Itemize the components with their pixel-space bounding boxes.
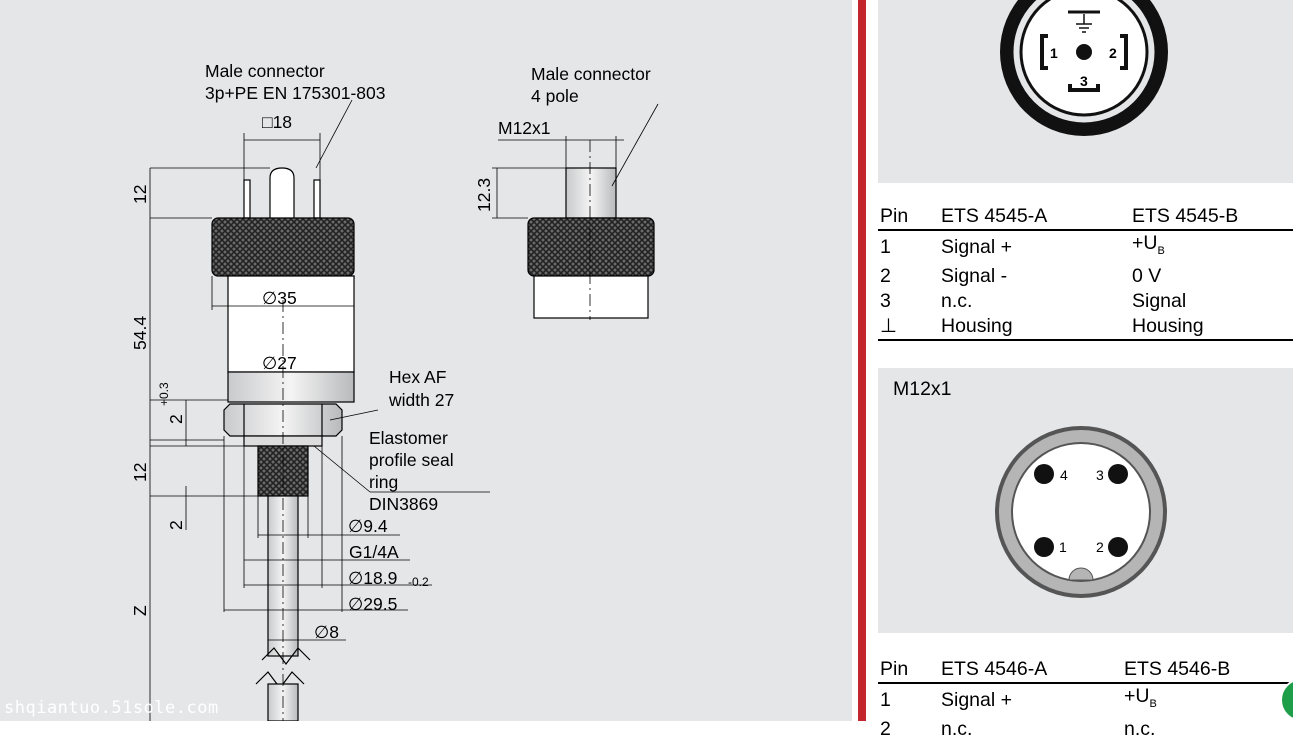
table-header-cell: ETS 4546-B <box>1122 657 1293 683</box>
dim-phi8: ∅8 <box>314 622 339 642</box>
dim-tol18-9: -0.2 <box>408 575 429 589</box>
connector2-label-2: 4 pole <box>531 86 579 106</box>
table-header-row: Pin ETS 4546-A ETS 4546-B <box>878 657 1293 683</box>
table-row: 3 n.c. Signal <box>878 289 1293 314</box>
m12-pin-2: 2 <box>1096 539 1104 555</box>
dim-12-low: 12 <box>130 463 150 482</box>
table-cell: +UB <box>1122 683 1293 717</box>
sensor-dimension-drawing: Male connector 3p+PE EN 175301-803 □18 M… <box>0 0 852 721</box>
table-cell: Housing <box>939 314 1130 340</box>
table-header-cell: Pin <box>878 657 939 683</box>
seal-label-2: profile seal <box>369 450 454 470</box>
hex-label-1: Hex AF <box>389 367 446 387</box>
table-cell: Signal + <box>939 230 1130 264</box>
table-cell: Housing <box>1130 314 1293 340</box>
table-cell: 0 V <box>1130 264 1293 289</box>
dim-2a: 2 <box>166 414 186 424</box>
m12-pin-1: 1 <box>1059 539 1067 555</box>
hex-label-2: width 27 <box>388 390 454 410</box>
pin-table-ets4545: Pin ETS 4545-A ETS 4545-B 1 Signal + +UB… <box>878 204 1293 341</box>
m12-connector-panel: 4 3 1 2 <box>878 368 1293 633</box>
connector1-label-2: 3p+PE EN 175301-803 <box>205 83 386 103</box>
table-header-cell: ETS 4545-B <box>1130 204 1293 230</box>
dim-phi35: ∅35 <box>262 288 297 308</box>
m12-pin-4: 4 <box>1060 467 1068 483</box>
m12-title: M12x1 <box>893 378 952 401</box>
table-header-cell: Pin <box>878 204 939 230</box>
m12-connector-diagram: 4 3 1 2 <box>878 368 1293 633</box>
red-divider <box>858 0 866 721</box>
connector2-label-1: Male connector <box>531 64 651 84</box>
technical-drawing-panel: Male connector 3p+PE EN 175301-803 □18 M… <box>0 0 852 721</box>
table-row: ⊥ Housing Housing <box>878 314 1293 340</box>
din-pin-1: 1 <box>1050 45 1058 61</box>
dim-phi9-4: ∅9.4 <box>348 516 388 536</box>
table-cell: 2 <box>878 264 939 289</box>
table-cell: 1 <box>878 230 939 264</box>
dim-phi18-9: ∅18.9 <box>348 568 397 588</box>
table-cell: Signal <box>1130 289 1293 314</box>
table-row: 1 Signal + +UB <box>878 683 1293 717</box>
table-header-cell: ETS 4546-A <box>939 657 1122 683</box>
seal-label-1: Elastomer <box>369 428 448 448</box>
dim-z: Z <box>130 605 150 616</box>
table-cell: Signal + <box>939 683 1122 717</box>
table-header-row: Pin ETS 4545-A ETS 4545-B <box>878 204 1293 230</box>
din-pin-3: 3 <box>1080 73 1088 89</box>
connector1-label-1: Male connector <box>205 61 325 81</box>
din-connector-diagram: 1 2 3 <box>878 0 1293 183</box>
dim-m12x1: M12x1 <box>498 118 551 138</box>
pin-table-ets4546: Pin ETS 4546-A ETS 4546-B 1 Signal + +UB… <box>878 657 1293 742</box>
table-cell: n.c. <box>939 289 1130 314</box>
table-row: 1 Signal + +UB <box>878 230 1293 264</box>
dim-g14a: G1/4A <box>349 542 399 562</box>
table-cell: 1 <box>878 683 939 717</box>
dim-2b: 2 <box>166 520 186 530</box>
watermark: shqiantuo.51sole.com <box>4 698 219 718</box>
sensor-m12-body <box>528 140 654 320</box>
seal-label-3: ring <box>369 472 398 492</box>
table-cell: Signal - <box>939 264 1130 289</box>
table-cell: 3 <box>878 289 939 314</box>
table-cell: +UB <box>1130 230 1293 264</box>
dim-tolerance: +0.3 <box>157 382 171 406</box>
din-connector-panel: 1 2 3 <box>878 0 1293 183</box>
dim-12-3: 12.3 <box>474 178 494 212</box>
table-cell: ⊥ <box>878 314 939 340</box>
dim-phi27: ∅27 <box>262 353 297 373</box>
table-header-cell: ETS 4545-A <box>939 204 1130 230</box>
din-pin-2: 2 <box>1109 45 1117 61</box>
seal-label-4: DIN3869 <box>369 494 438 514</box>
m12-pin-3: 3 <box>1096 467 1104 483</box>
dim-54-4: 54.4 <box>130 316 150 350</box>
dim-square-18: □18 <box>262 112 292 132</box>
dim-phi29-5: ∅29.5 <box>348 594 397 614</box>
table-row: 2 Signal - 0 V <box>878 264 1293 289</box>
dim-12-top: 12 <box>130 185 150 204</box>
